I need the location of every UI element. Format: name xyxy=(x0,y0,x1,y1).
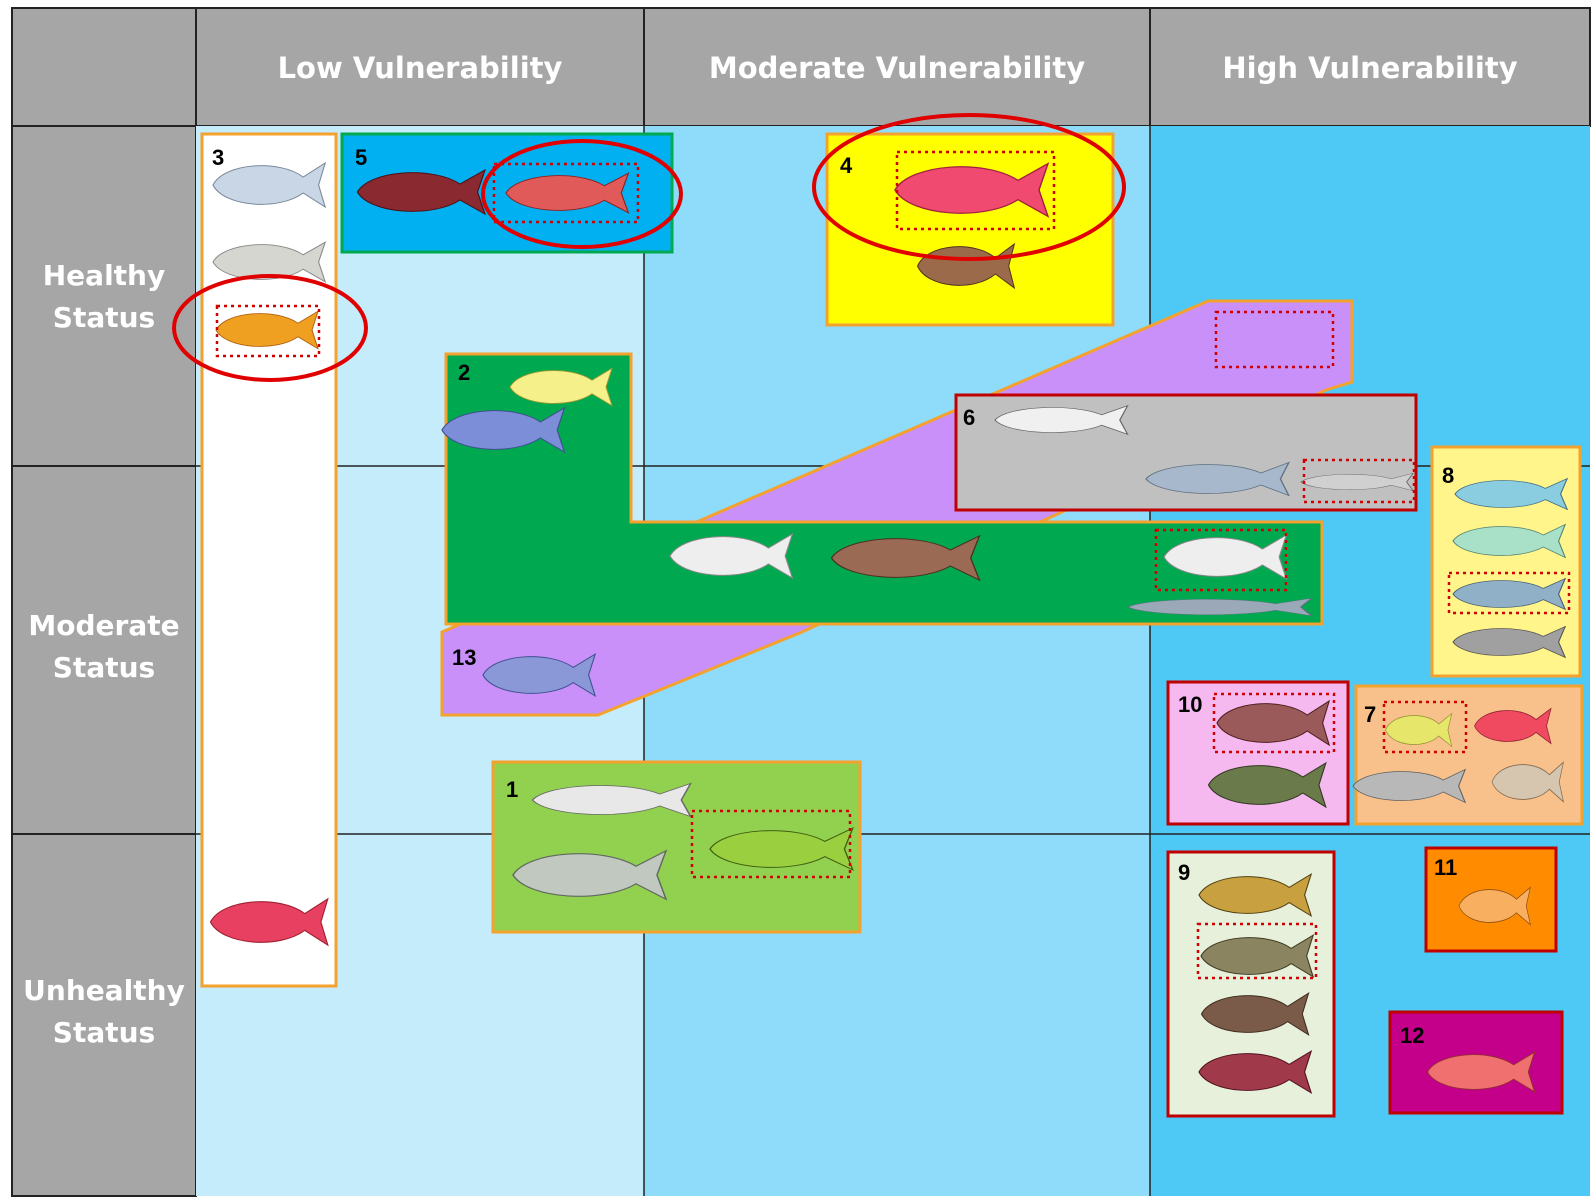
group-number-6: 6 xyxy=(963,405,975,430)
group-number-8: 8 xyxy=(1442,463,1454,488)
group-number-3: 3 xyxy=(212,145,224,170)
group-number-9: 9 xyxy=(1178,860,1190,885)
group-number-12: 12 xyxy=(1400,1023,1424,1048)
column-label-high: High Vulnerability xyxy=(1222,51,1517,85)
row-label-healthy-1: Healthy xyxy=(43,259,166,292)
corner-cell xyxy=(12,8,196,126)
group-number-10: 10 xyxy=(1178,692,1202,717)
group-number-4: 4 xyxy=(840,153,853,178)
row-header-healthy xyxy=(12,126,196,466)
group-number-7: 7 xyxy=(1364,702,1376,727)
group-7-box xyxy=(1356,686,1582,824)
row-label-moderate-1: Moderate xyxy=(28,609,179,642)
row-label-moderate-2: Status xyxy=(53,651,155,684)
group-number-1: 1 xyxy=(506,777,518,802)
group-number-5: 5 xyxy=(355,145,367,170)
column-label-low: Low Vulnerability xyxy=(278,51,563,85)
group-number-13: 13 xyxy=(452,645,476,670)
row-label-healthy-2: Status xyxy=(53,301,155,334)
group-number-2: 2 xyxy=(458,360,470,385)
row-label-unhealthy-2: Status xyxy=(53,1016,155,1049)
column-label-moderate: Moderate Vulnerability xyxy=(709,51,1085,85)
row-header-moderate xyxy=(12,466,196,834)
group-number-11: 11 xyxy=(1434,855,1457,880)
row-header-unhealthy xyxy=(12,834,196,1196)
row-label-unhealthy-1: Unhealthy xyxy=(23,974,185,1007)
